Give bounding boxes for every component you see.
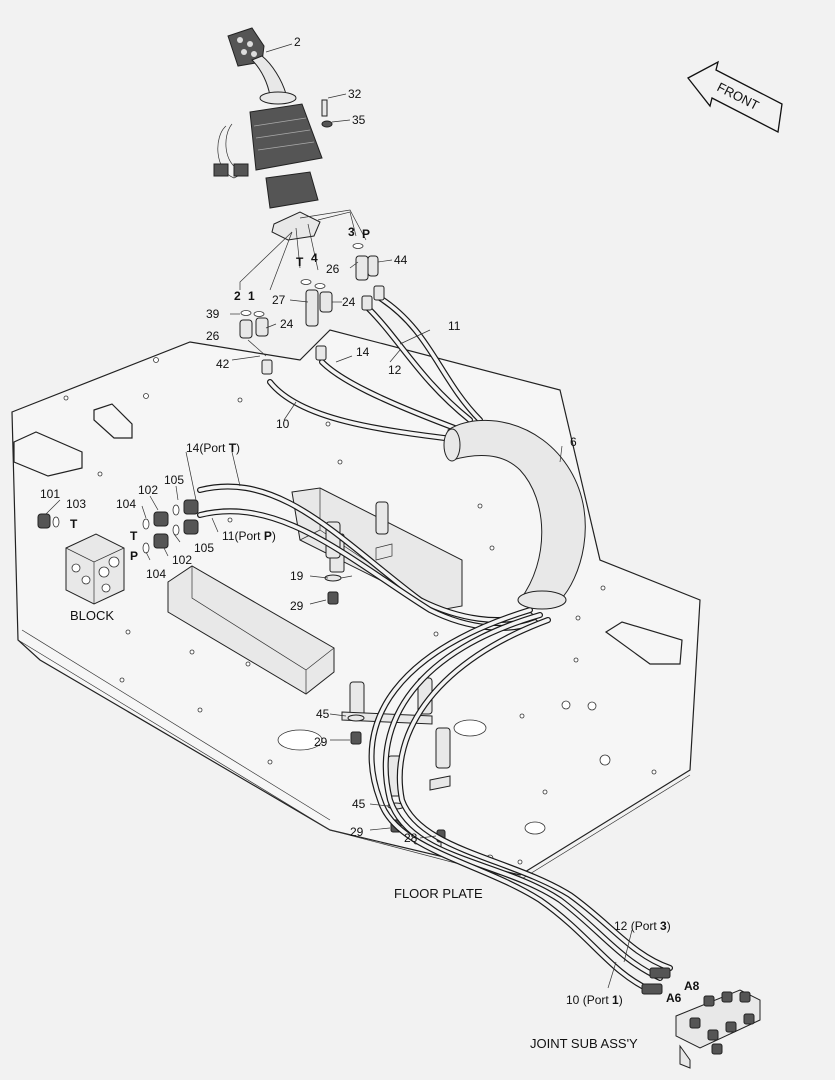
callout-A8: A8 bbox=[684, 979, 700, 993]
callout-26-lower: 26 bbox=[206, 329, 220, 343]
port-leader-lines bbox=[239, 209, 367, 291]
plate-oval-hole bbox=[277, 729, 323, 751]
callout-6: 6 bbox=[570, 435, 577, 449]
callout-P-line: P bbox=[130, 549, 138, 563]
joystick-port-plate bbox=[271, 211, 321, 241]
callout-104-upper: 104 bbox=[116, 497, 136, 511]
callout-11-port-P: 11(Port P) bbox=[222, 529, 276, 543]
plate-slot-left bbox=[93, 403, 133, 439]
callout-12: 12 bbox=[388, 363, 402, 377]
callout-44: 44 bbox=[394, 253, 408, 267]
hoses bbox=[197, 295, 673, 993]
callout-102-upper: 102 bbox=[138, 483, 158, 497]
callout-14-port-T: 14(Port T) bbox=[186, 441, 240, 455]
block-label: BLOCK bbox=[70, 608, 114, 623]
callout-26-upper: 26 bbox=[326, 262, 340, 276]
callout-29-b: 29 bbox=[314, 735, 328, 749]
callout-4: 4 bbox=[311, 251, 318, 265]
callout-1-port: 1 bbox=[248, 289, 255, 303]
callout-12-port-3: 12 (Port 3) bbox=[614, 919, 671, 933]
callout-29-c: 29 bbox=[350, 825, 364, 839]
callout-24-lower: 24 bbox=[280, 317, 294, 331]
callout-T-line: T bbox=[130, 529, 138, 543]
callout-14: 14 bbox=[356, 345, 370, 359]
fittings-joystick bbox=[239, 243, 385, 375]
callout-29-a: 29 bbox=[290, 599, 304, 613]
callout-10-port-1: 10 (Port 1) bbox=[566, 993, 623, 1007]
callout-27: 27 bbox=[272, 293, 286, 307]
callout-2: 2 bbox=[294, 35, 301, 49]
callout-104-lower: 104 bbox=[146, 567, 166, 581]
callout-35: 35 bbox=[352, 113, 366, 127]
joystick-handle bbox=[251, 55, 287, 97]
callout-A6: A6 bbox=[666, 991, 682, 1005]
joystick-assembly bbox=[213, 27, 323, 209]
callout-101: 101 bbox=[40, 487, 60, 501]
block-fittings bbox=[37, 499, 199, 554]
nut-35 bbox=[321, 120, 333, 128]
callout-3: 3 bbox=[348, 225, 355, 239]
joint-sub-assembly bbox=[641, 967, 761, 1069]
callout-19: 19 bbox=[290, 569, 304, 583]
callout-45-a: 45 bbox=[316, 707, 330, 721]
callout-42: 42 bbox=[216, 357, 230, 371]
callout-28: 28 bbox=[404, 831, 418, 845]
callout-11: 11 bbox=[448, 319, 461, 333]
callout-102-lower: 102 bbox=[172, 553, 192, 567]
callout-2-port: 2 bbox=[234, 289, 241, 303]
callout-T-block: T bbox=[70, 517, 78, 531]
leader-lines bbox=[45, 43, 633, 989]
block bbox=[65, 533, 125, 605]
pin-32 bbox=[321, 99, 328, 117]
bracket-lower bbox=[167, 565, 335, 695]
front-direction-arrow: FRONT bbox=[687, 60, 783, 133]
callout-105-upper: 105 bbox=[164, 473, 184, 487]
callout-39: 39 bbox=[206, 307, 220, 321]
floor-plate-label: FLOOR PLATE bbox=[394, 886, 483, 901]
joystick-boot bbox=[249, 103, 323, 171]
plate-cutout-right bbox=[604, 621, 683, 665]
callout-T: T bbox=[296, 255, 304, 269]
callout-32: 32 bbox=[348, 87, 362, 101]
joystick-base bbox=[265, 171, 319, 209]
hose-sleeve bbox=[443, 419, 586, 610]
callout-10: 10 bbox=[276, 417, 290, 431]
callout-105-lower: 105 bbox=[194, 541, 214, 555]
callout-24-upper: 24 bbox=[342, 295, 356, 309]
callout-103: 103 bbox=[66, 497, 86, 511]
joint-sub-assembly-label: JOINT SUB ASS'Y bbox=[530, 1036, 638, 1051]
callout-45-b: 45 bbox=[352, 797, 366, 811]
callout-P: P bbox=[362, 227, 370, 241]
part-callouts: 2 32 35 3 P T 4 26 44 2 1 27 24 39 24 11… bbox=[40, 35, 700, 1007]
plate-cutout-left bbox=[13, 431, 83, 477]
